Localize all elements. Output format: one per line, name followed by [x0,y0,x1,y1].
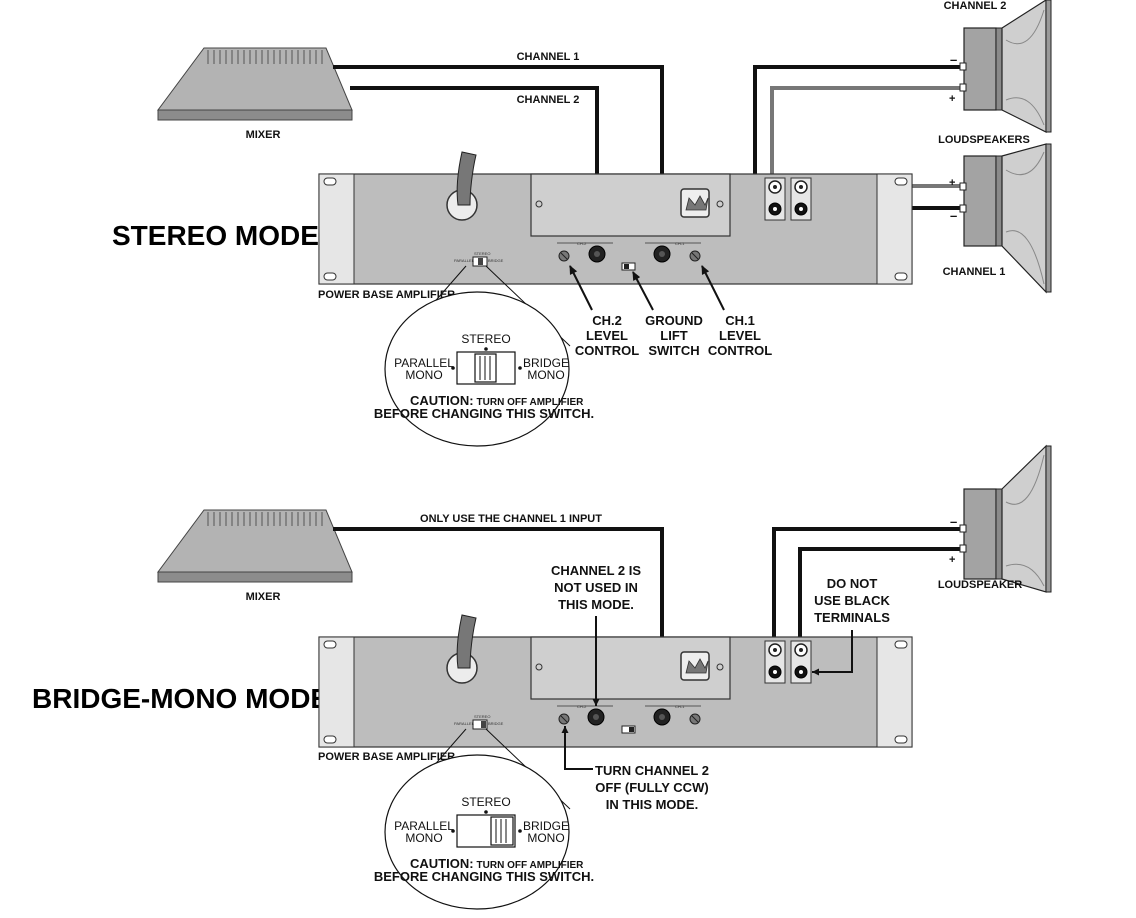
ch1-control-line-3: CONTROL [708,343,772,358]
ch1-control-line-1: CH.1 [725,313,755,328]
speaker-channel-2-label: CHANNEL 2 [944,0,1007,12]
bridge-switch-slider[interactable] [490,816,514,846]
ch2-control-arrow [569,265,593,311]
stereo-caution-rest: TURN OFF AMPLIFIER [477,397,585,408]
loudspeaker-label: LOUDSPEAKER [938,579,1022,591]
turn-off-line-3: IN THIS MODE. [606,797,698,812]
channel-1-only-label: ONLY USE THE CHANNEL 1 INPUT [420,513,602,525]
turn-off-line-2: OFF (FULLY CCW) [595,780,708,795]
loudspeakers-label: LOUDSPEAKERS [938,134,1030,146]
mixer-label: MIXER [246,129,281,141]
ch2-control-line-2: LEVEL [586,328,628,343]
bridge-switch-bridge-1: BRIDGE [523,819,569,833]
speaker-channel-1-label: CHANNEL 1 [943,266,1006,278]
svg-text:CH-2: CH-2 [577,241,587,246]
ch1-control-line-2: LEVEL [719,328,761,343]
ch2-unused-line-2: NOT USED IN [554,580,638,595]
stereo-caution-line-2: BEFORE CHANGING THIS SWITCH. [374,406,594,421]
bridge-minus-sign: – [950,514,957,529]
stereo-switch-parallel-1: PARALLEL [394,356,454,370]
svg-text:BRIDGE: BRIDGE [488,721,504,726]
bridge-minus-wire [772,527,962,649]
ground-lift-arrow [632,271,654,311]
bridge-caution-line-2: BEFORE CHANGING THIS SWITCH. [374,869,594,884]
ch2-plus-sign: + [949,93,955,105]
crown-logo-icon [680,651,710,681]
ch2-control-line-1: CH.2 [592,313,622,328]
ch1-minus-sign: – [950,208,957,223]
bridge-caution-bold: CAUTION: [410,856,474,871]
amplifier-label: POWER BASE AMPLIFIER [318,289,455,301]
ch2-unused-line-1: CHANNEL 2 IS [551,563,641,578]
loudspeaker-icon [959,444,1052,593]
ch1-plus-sign: + [949,177,955,189]
bridge-switch-stereo-label: STEREO [461,795,510,809]
stereo-caution-line-1: CAUTION:TURN OFF AMPLIFIER [410,393,584,408]
bridge-section: BRIDGE-MONO MODE MIXER ONLY USE THE CHAN… [32,444,1052,910]
speaker-2-minus-wire [753,65,962,208]
stereo-mode-title: STEREO MODE [112,220,319,251]
stereo-caution-bold: CAUTION: [410,393,474,408]
speaker-2-plus-wire [770,86,962,186]
bridge-caution-line-1: CAUTION:TURN OFF AMPLIFIER [410,856,584,871]
svg-text:CH-2: CH-2 [577,704,587,709]
power-base-amplifier: CH-2 CH-1 PARALLEL BRIDGE STEREO [318,614,913,748]
no-black-line-1: DO NOT [827,576,878,591]
mixer-label: MIXER [246,591,281,603]
mixer-icon [157,47,353,121]
bridge-switch-bridge-2: MONO [527,831,564,845]
ground-lift-switch[interactable] [621,725,636,734]
bridge-caution-rest: TURN OFF AMPLIFIER [477,860,585,871]
svg-text:STEREO: STEREO [474,251,490,256]
loudspeaker-ch1-icon [959,143,1052,294]
svg-text:PARALLEL: PARALLEL [454,258,475,263]
channel-2-wire-label: CHANNEL 2 [517,94,580,106]
ground-lift-line-2: LIFT [660,328,687,343]
channel-1-wire-label: CHANNEL 1 [517,51,580,63]
stereo-switch-parallel-2: MONO [405,368,442,382]
loudspeaker-ch2-icon [959,0,1052,133]
svg-text:BRIDGE: BRIDGE [488,258,504,263]
stereo-switch-stereo-label: STEREO [461,332,510,346]
ch2-unused-line-3: THIS MODE. [558,597,634,612]
stereo-switch-bridge-1: BRIDGE [523,356,569,370]
turn-off-line-1: TURN CHANNEL 2 [595,763,709,778]
bridge-plus-sign: + [949,554,955,566]
ch1-control-arrow [701,265,725,311]
stereo-section: STEREO MODE MIXER CHANNEL 1 CHANNEL 2 [112,0,1052,447]
ground-lift-line-1: GROUND [645,313,703,328]
amplifier-label: POWER BASE AMPLIFIER [318,751,455,763]
no-black-arrow [812,630,853,676]
svg-text:CH-1: CH-1 [675,241,685,246]
bridge-switch-parallel-2: MONO [405,831,442,845]
svg-text:STEREO: STEREO [474,714,490,719]
ch2-control-line-3: CONTROL [575,343,639,358]
no-black-line-3: TERMINALS [814,610,890,625]
svg-text:CH-1: CH-1 [675,704,685,709]
mode-switch-small[interactable] [472,719,488,730]
bridge-mode-title: BRIDGE-MONO MODE [32,683,329,714]
crown-logo-icon [680,188,710,218]
stereo-switch-bridge-2: MONO [527,368,564,382]
mixer-icon [157,509,353,583]
bridge-switch-parallel-1: PARALLEL [394,819,454,833]
power-base-amplifier: CH-2 CH-1 PARALLEL BRIDGE STEREO [318,151,913,285]
ch2-minus-sign: – [950,52,957,67]
bridge-plus-wire [798,547,962,649]
no-black-line-2: USE BLACK [814,593,890,608]
turn-off-arrow [561,726,593,770]
svg-text:PARALLEL: PARALLEL [454,721,475,726]
ground-lift-line-3: SWITCH [648,343,699,358]
